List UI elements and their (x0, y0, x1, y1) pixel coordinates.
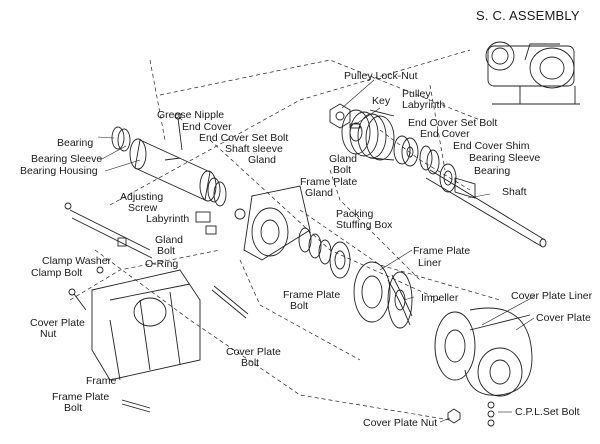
label-cpl-set-bolt: C.P.L.Set Bolt (515, 406, 580, 418)
key (349, 123, 361, 129)
label-cover-plate-bolt-1: Cover Plate (226, 346, 281, 358)
label-gland-bolt-left-2: Bolt (157, 245, 176, 257)
label-gland-bolt-top: Gland (329, 153, 358, 165)
impeller (387, 271, 413, 329)
label-impeller: Impeller (421, 292, 459, 304)
label-pulley-lock-nut: Pulley Lock-Nut (344, 70, 418, 82)
label-frame-plate-gland-1: Frame Plate (300, 176, 358, 188)
label-cover-plate-nut-2: Nut (40, 328, 57, 340)
label-pulley: Pulley (402, 88, 431, 100)
label-gland-bolt-left-1: Gland (155, 234, 184, 246)
frame-plate-bolt-bottom (121, 399, 151, 413)
label-bearing-housing: Bearing Housing (20, 165, 98, 177)
assembly-thumbnail (485, 41, 580, 105)
cpl-set-bolts (487, 401, 495, 427)
label-bearing-left: Bearing (57, 137, 94, 149)
label-cover-plate-bolt-2: Bolt (241, 357, 260, 369)
frame-plate (243, 185, 311, 261)
label-key: Key (372, 95, 391, 107)
label-packing: Packing (336, 208, 374, 220)
label-shaft: Shaft (502, 186, 527, 198)
label-clamp-washer: Clamp Washer (42, 255, 112, 267)
adjusting-screw (64, 202, 153, 259)
label-cover-plate-liner: Cover Plate Liner (511, 290, 593, 302)
label-labyrinth-left: Labyrinth (146, 213, 190, 225)
label-frame-plate-bolt-mid-1: Frame Plate (283, 289, 341, 301)
diagram-title: S. C. ASSEMBLY (476, 8, 580, 23)
frame (91, 269, 201, 381)
label-end-cover-set-bolt-right: End Cover Set Bolt (408, 117, 498, 129)
end-cover-left (207, 177, 246, 220)
cover-plate-nut-bottom (447, 408, 461, 424)
end-cover-shim (419, 145, 440, 175)
label-frame-plate-liner-2: Liner (418, 257, 442, 269)
shaft (425, 169, 547, 248)
label-end-cover-left: End Cover (182, 121, 232, 133)
label-gland-bolt-top-2: Bolt (333, 164, 352, 176)
pulley (341, 109, 395, 161)
label-frame-plate-bolt-mid-2: Bolt (290, 300, 309, 312)
pulley-lock-nut (329, 103, 351, 129)
labyrinth-left (195, 211, 217, 235)
label-frame-plate-bolt-bottom-2: Bolt (64, 402, 83, 414)
label-bearing-right: Bearing (474, 165, 511, 177)
cover-plate-liner (434, 311, 476, 381)
cover-plate-bolt (211, 285, 249, 319)
label-labyrinth-pulley: Labyrinth (402, 99, 446, 111)
label-frame-plate-bolt-bottom-1: Frame Plate (52, 391, 110, 403)
cover-plate (464, 307, 533, 397)
label-cover-plate-nut-bottom: Cover Plate Nut (363, 417, 438, 429)
label-grease-nipple: Grease Nipple (157, 109, 225, 121)
label-frame-plate-liner-1: Frame Plate (413, 245, 471, 257)
label-end-cover-shim: End Cover Shim (453, 140, 530, 152)
label-end-cover-set-bolt-left: End Cover Set Bolt (199, 132, 289, 144)
end-cover-right (393, 135, 419, 167)
label-end-cover-right: End Cover (420, 128, 470, 140)
bearing-left (111, 126, 131, 152)
label-bearing-sleeve-left: Bearing Sleeve (31, 153, 103, 165)
label-clamp-bolt: Clamp Bolt (31, 267, 83, 279)
label-adjusting-screw-2: Screw (128, 202, 158, 214)
leader-lines (97, 79, 536, 423)
stuffing-box (298, 227, 351, 279)
clamp-bolt (68, 266, 104, 311)
label-frame: Frame (86, 375, 117, 387)
label-adjusting-screw-1: Adjusting (120, 191, 164, 203)
label-stuffing-box: Stuffing Box (336, 219, 393, 231)
label-shaft-sleeve: Shaft sleeve (225, 143, 283, 155)
label-gland-top: Gland (248, 154, 277, 166)
grease-nipple (174, 112, 183, 151)
label-cover-plate: Cover Plate (536, 312, 591, 324)
label-o-ring: O-Ring (145, 258, 179, 270)
label-cover-plate-nut-1: Cover Plate (30, 317, 85, 329)
label-frame-plate-gland-2: Gland (305, 187, 334, 199)
frame-plate-liner (353, 261, 391, 323)
label-bearing-sleeve-right: Bearing Sleeve (469, 152, 541, 164)
